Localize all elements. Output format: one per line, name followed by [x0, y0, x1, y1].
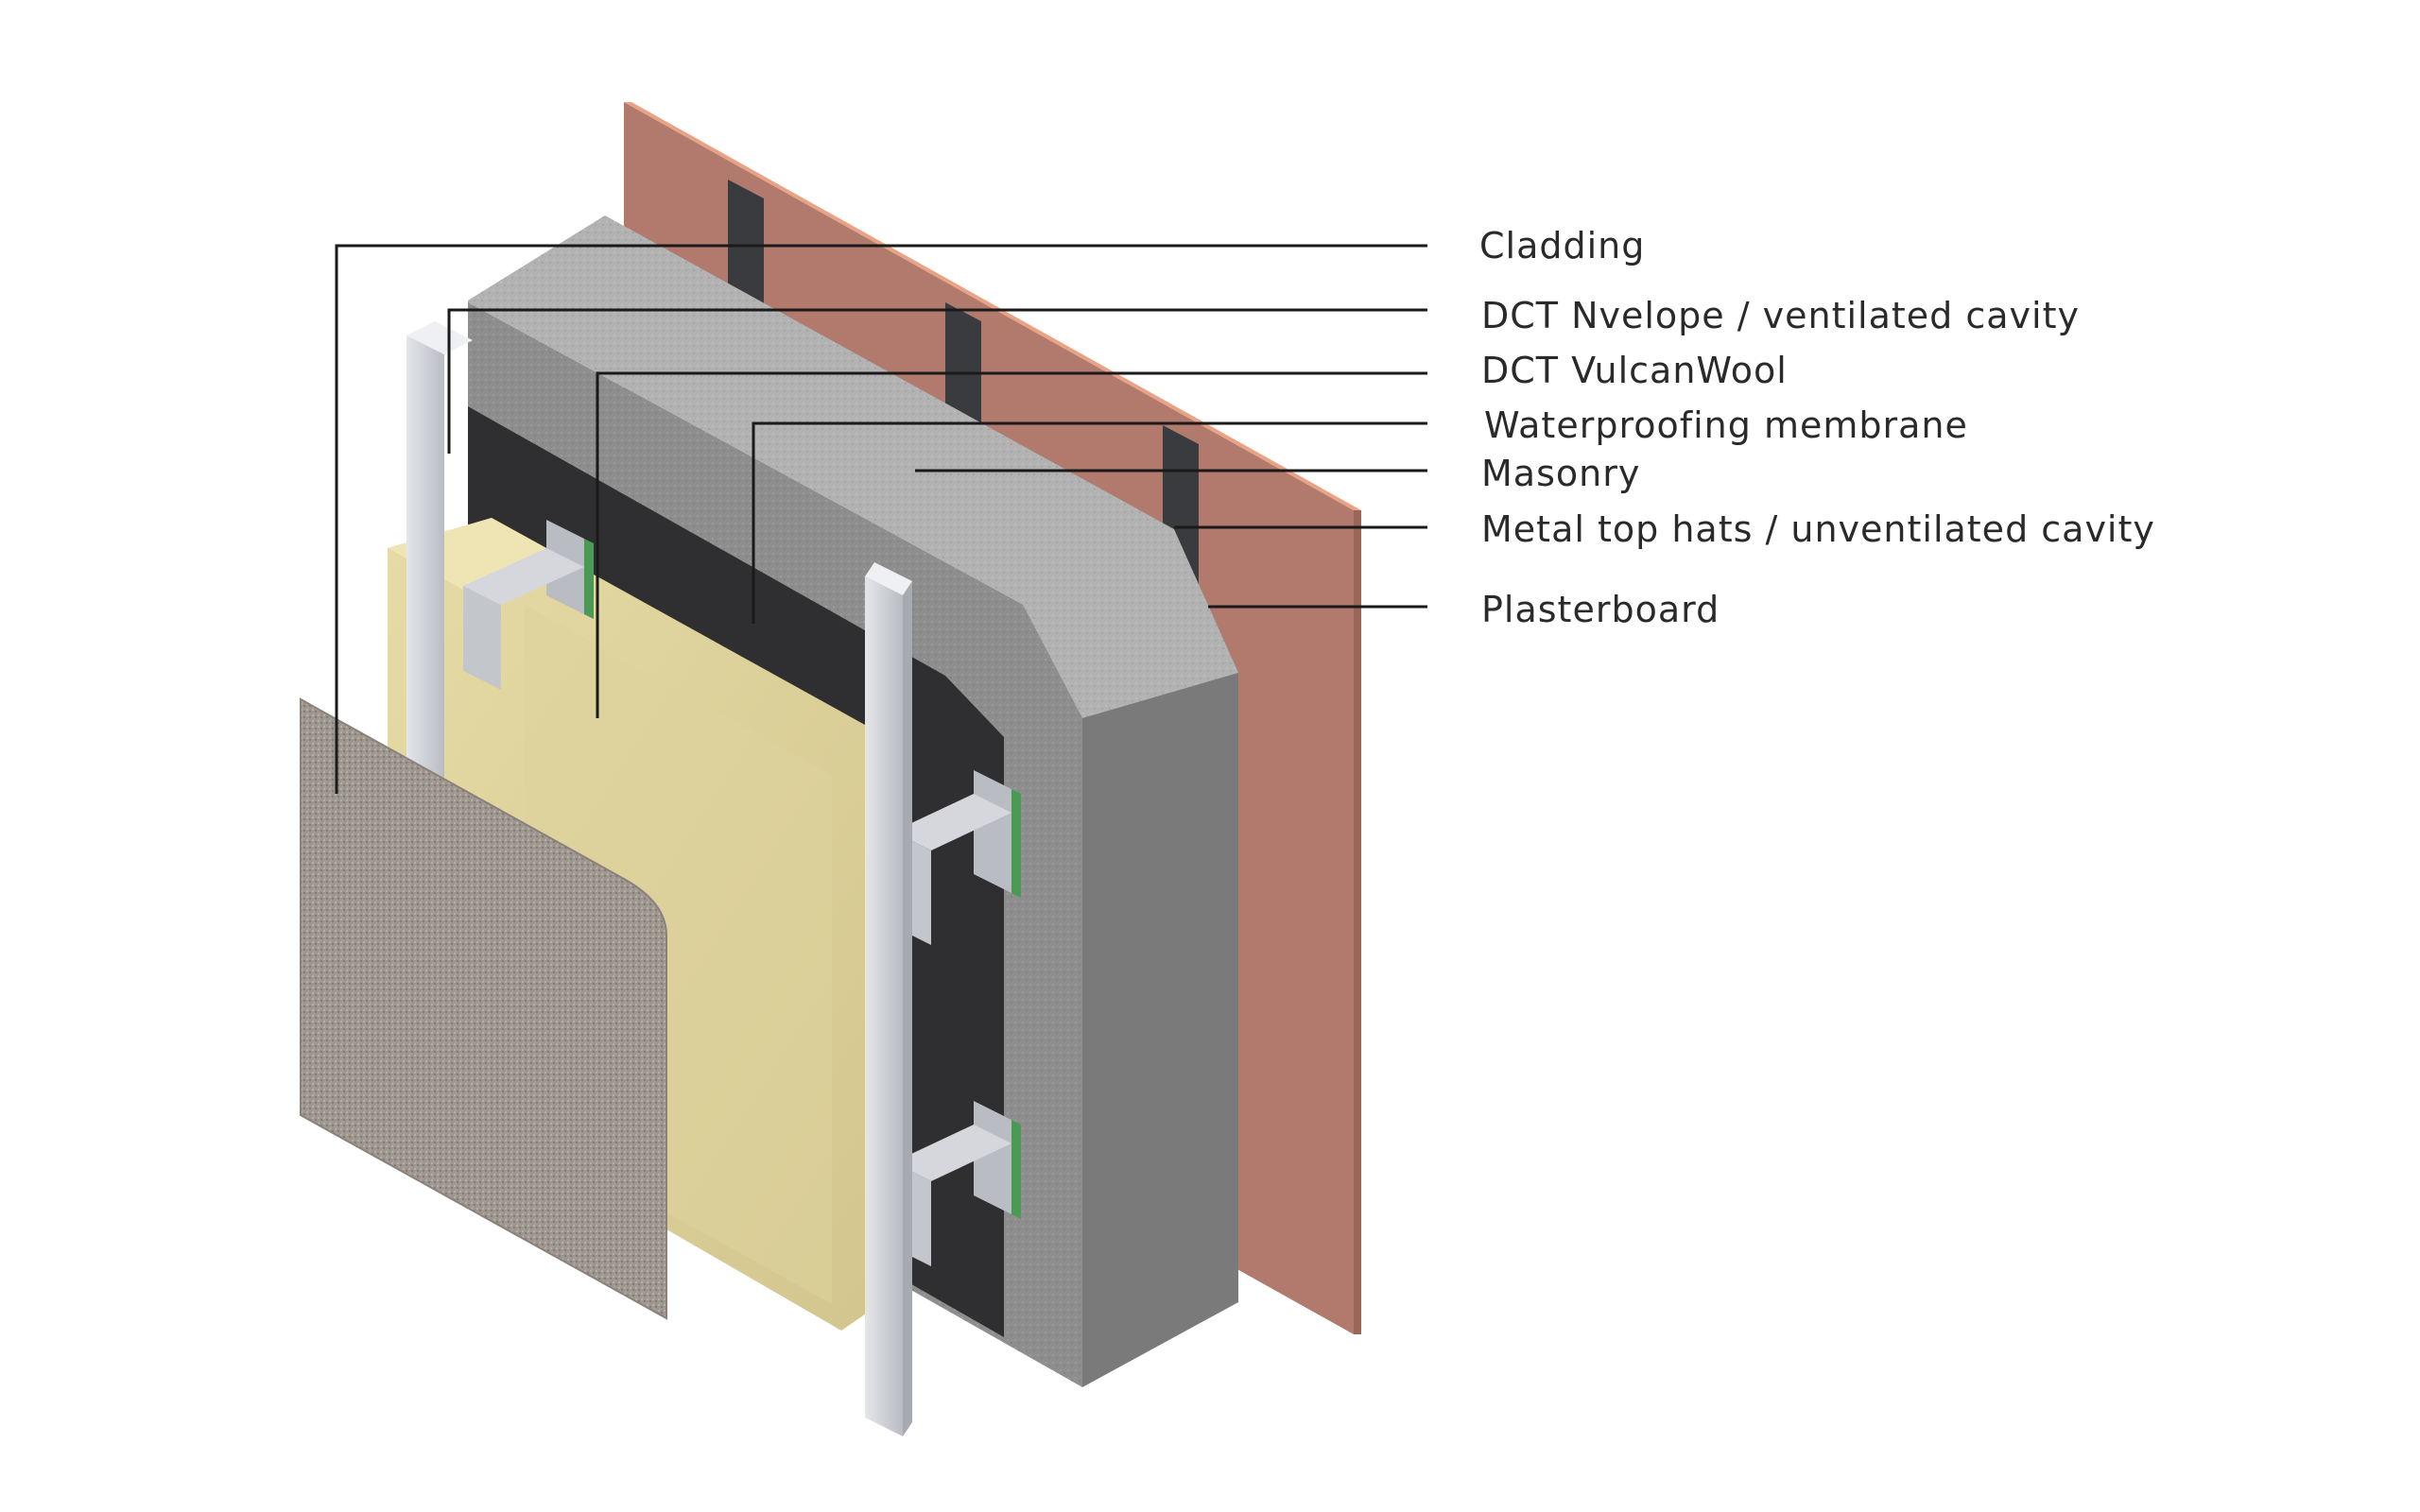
- label-top-hats: Metal top hats / unventilated cavity: [1481, 508, 2155, 550]
- leader-cladding: [335, 244, 1427, 794]
- leader-membrane: [752, 421, 1427, 624]
- leader-vulcanwool: [596, 371, 1427, 718]
- leader-nvelope: [447, 308, 1427, 454]
- label-plasterboard: Plasterboard: [1481, 589, 1720, 630]
- cladding-panel: [300, 697, 667, 1320]
- label-cladding: Cladding: [1479, 225, 1645, 266]
- label-membrane: Waterproofing membrane: [1484, 404, 1968, 446]
- labels: Cladding DCT Nvelope / ventilated cavity…: [1479, 225, 2155, 630]
- leader-lines: [335, 244, 1427, 794]
- label-nvelope: DCT Nvelope / ventilated cavity: [1481, 295, 2080, 336]
- label-masonry: Masonry: [1481, 453, 1640, 494]
- nvelope-rails: [406, 321, 912, 1436]
- label-vulcanwool: DCT VulcanWool: [1481, 350, 1788, 391]
